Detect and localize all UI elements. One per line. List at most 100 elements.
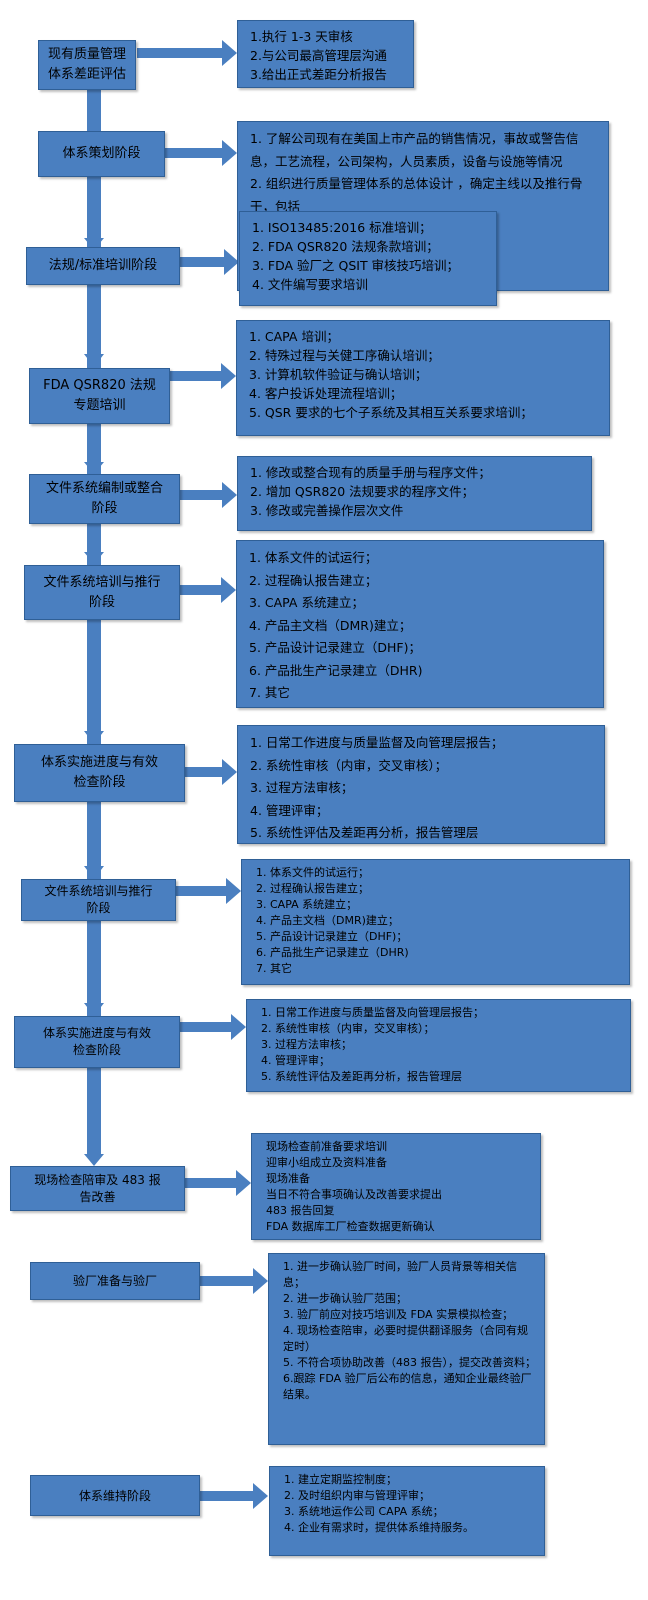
- description-line: 3. CAPA 系统建立；: [249, 595, 364, 610]
- description-line: 5. 系统性评估及差距再分析，报告管理层: [250, 825, 479, 840]
- stage-label-line: 现场检查陪审及 483 报: [34, 1172, 161, 1187]
- right-arrow-icon: [137, 40, 237, 66]
- description-box-10: 现场检查前准备要求培训 迎审小组成立及资料准备 现场准备 当日不符合事项确认及改…: [251, 1133, 541, 1240]
- stage-label-line: 专题培训: [73, 398, 126, 413]
- description-line: 3. 过程方法审核；: [261, 1038, 352, 1051]
- description-line: 3. CAPA 系统建立；: [256, 898, 358, 911]
- description-line: 1. 体系文件的试运行；: [256, 866, 369, 879]
- description-line: 1.执行 1-3 天审核: [250, 29, 353, 44]
- stage-label-line: 告改善: [79, 1189, 116, 1204]
- description-line: 7. 其它: [249, 685, 290, 700]
- description-line: 当日不符合事项确认及改善要求提出: [266, 1188, 442, 1201]
- description-line: 1. 日常工作进度与质量监督及向管理层报告；: [250, 735, 504, 750]
- description-line: 5. 产品设计记录建立（DHF)；: [256, 930, 408, 943]
- down-arrow-icon: [84, 1154, 104, 1166]
- description-line: 2. 过程确认报告建立；: [249, 572, 378, 588]
- stage-label-line: 体系差距评估: [47, 67, 126, 82]
- description-box-8: 1. 体系文件的试运行； 2. 过程确认报告建立； 3. CAPA 系统建立； …: [241, 859, 630, 985]
- description-line: 4. 文件编写要求培训: [252, 277, 368, 292]
- stage-box-6: 文件系统培训与推行 阶段: [24, 565, 180, 620]
- description-line: 4. 管理评审；: [250, 802, 329, 818]
- down-arrow-icon: [84, 238, 104, 250]
- description-line: 2. 特殊过程与关健工序确认培训；: [249, 348, 440, 363]
- description-line: 2. 增加 QSR820 法规要求的程序文件；: [250, 484, 475, 499]
- stage-box-10: 现场检查陪审及 483 报 告改善: [10, 1166, 185, 1211]
- description-line: FDA 数据库工厂检查数据更新确认: [266, 1220, 435, 1233]
- stage-box-1: 现有质量管理 体系差距评估: [38, 40, 136, 90]
- description-line: 2. 过程确认报告建立；: [256, 882, 369, 895]
- stage-label-line: 体系维持阶段: [78, 1488, 151, 1503]
- description-line: 4. 客户投诉处理流程培训；: [249, 386, 403, 401]
- stage-label-line: 法规/标准培训阶段: [48, 258, 158, 273]
- description-line: 现场检查前准备要求培训: [266, 1140, 387, 1153]
- description-line: 3. 系统地运作公司 CAPA 系统；: [284, 1505, 444, 1518]
- description-box-1: 1.执行 1-3 天审核 2.与公司最高管理层沟通 3.给出正式差距分析报告: [237, 20, 414, 88]
- description-line: 1. 了解公司现有在美国上市产品的销售情况，事故或警告信息，工艺流程，公司架构，…: [250, 131, 579, 169]
- description-line: 6. 产品批生产记录建立（DHR): [256, 946, 409, 959]
- description-line: 2. 组织进行质量管理体系的总体设计 ，确定主线以及推行骨干，包括: [250, 176, 583, 214]
- description-line: 5. 产品设计记录建立（DHF)；: [249, 640, 421, 655]
- description-line: 4. 管理评审；: [261, 1054, 330, 1067]
- stage-label-line: 体系实施进度与有效: [40, 755, 158, 770]
- description-line: 现场准备: [266, 1172, 310, 1185]
- description-line: 5. QSR 要求的七个子系统及其相互关系要求培训；: [249, 405, 533, 420]
- right-arrow-icon: [165, 140, 237, 166]
- description-line: 1. ISO13485:2016 标准培训；: [252, 220, 432, 235]
- description-line: 3. 验厂前应对技巧培训及 FDA 实景模拟检查；: [283, 1308, 514, 1321]
- stage-box-2: 体系策划阶段: [38, 131, 165, 177]
- stage-box-11: 验厂准备与验厂: [30, 1262, 200, 1300]
- description-line: 1. 建立定期监控制度；: [284, 1473, 397, 1486]
- description-box-7: 1. 日常工作进度与质量监督及向管理层报告； 2. 系统性审核（内审，交叉审核）…: [237, 725, 605, 844]
- description-line: 2. 系统性审核（内审，交叉审核）；: [261, 1022, 435, 1035]
- description-line: 1. 体系文件的试运行；: [249, 550, 378, 565]
- description-line: 3.给出正式差距分析报告: [250, 67, 387, 82]
- stage-box-9: 体系实施进度与有效 检查阶段: [14, 1016, 180, 1068]
- description-line: 2. FDA QSR820 法规条款培训；: [252, 239, 439, 254]
- down-arrow-icon: [84, 866, 104, 879]
- stage-box-8: 文件系统培训与推行 阶段: [21, 879, 176, 921]
- description-line: 5. 不符合项协助改善（483 报告），提交改善资料；: [283, 1356, 536, 1369]
- description-box-12: 1. 建立定期监控制度； 2. 及时组织内审与管理评审； 3. 系统地运作公司 …: [269, 1466, 545, 1556]
- stage-label-line: 验厂准备与验厂: [72, 1274, 157, 1288]
- stage-label-line: 体系策划阶段: [62, 146, 141, 161]
- right-arrow-icon: [180, 1014, 246, 1040]
- stage-box-12: 体系维持阶段: [30, 1475, 200, 1516]
- description-line: 7. 其它: [256, 962, 292, 975]
- stage-label-line: 阶段: [88, 594, 115, 610]
- description-line: 4. 产品主文档（DMR)建立；: [249, 617, 412, 633]
- description-line: 4. 企业有需求时，提供体系维持服务。: [284, 1521, 474, 1534]
- description-line: 2. 进一步确认验厂范围；: [283, 1292, 407, 1305]
- description-line: 2. 及时组织内审与管理评审；: [284, 1489, 430, 1502]
- description-line: 1. 修改或整合现有的质量手册与程序文件；: [250, 465, 491, 480]
- description-line: 1. 日常工作进度与质量监督及向管理层报告；: [261, 1006, 484, 1019]
- description-line: 5. 系统性评估及差距再分析，报告管理层: [261, 1070, 462, 1083]
- stage-box-7: 体系实施进度与有效 检查阶段: [14, 744, 185, 802]
- stage-label-line: 文件系统培训与推行: [43, 574, 161, 590]
- stage-label-line: FDA QSR820 法规: [43, 378, 156, 393]
- stage-label-line: 文件系统培训与推行: [44, 884, 153, 898]
- description-box-11: 1. 进一步确认验厂时间，验厂人员背景等相关信息； 2. 进一步确认验厂范围； …: [268, 1253, 545, 1445]
- stage-label-line: 文件系统编制或整合: [45, 481, 163, 496]
- description-line: 3. FDA 验厂之 QSIT 审核技巧培训；: [252, 258, 460, 273]
- stage-label-line: 体系实施进度与有效: [42, 1026, 151, 1040]
- description-line: 6.跟踪 FDA 验厂后公布的信息，通知企业最终验厂结果。: [283, 1372, 532, 1401]
- description-line: 3. 过程方法审核；: [250, 780, 354, 795]
- right-arrow-icon: [180, 577, 236, 603]
- stage-label-line: 阶段: [86, 901, 111, 915]
- description-line: 4. 现场检查陪审，必要时提供翻译服务（合同有规定时）: [283, 1324, 528, 1353]
- right-arrow-icon: [170, 363, 236, 389]
- description-box-9: 1. 日常工作进度与质量监督及向管理层报告； 2. 系统性审核（内审，交叉审核）…: [246, 999, 631, 1092]
- description-line: 1. CAPA 培训；: [249, 329, 339, 344]
- description-line: 6. 产品批生产记录建立（DHR): [249, 662, 423, 678]
- stage-label-line: 阶段: [91, 501, 118, 516]
- description-box-4: 1. CAPA 培训； 2. 特殊过程与关健工序确认培训； 3. 计算机软件验证…: [236, 320, 610, 436]
- down-arrow-icon: [84, 552, 104, 564]
- down-arrow-icon: [84, 354, 104, 367]
- stage-label-line: 检查阶段: [72, 1043, 121, 1057]
- stage-label-line: 检查阶段: [73, 775, 126, 790]
- description-box-5: 1. 修改或整合现有的质量手册与程序文件； 2. 增加 QSR820 法规要求的…: [237, 456, 592, 531]
- right-arrow-icon: [200, 1268, 268, 1294]
- description-box-6: 1. 体系文件的试运行； 2. 过程确认报告建立； 3. CAPA 系统建立； …: [236, 540, 604, 708]
- description-line: 3. 修改或完善操作层次文件: [250, 503, 404, 518]
